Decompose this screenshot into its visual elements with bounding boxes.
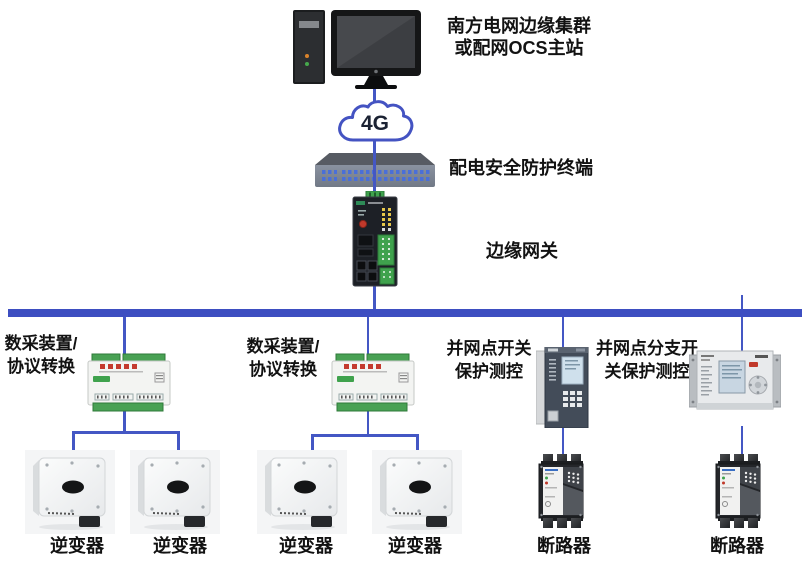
drop-line-daq2 [366, 317, 369, 356]
inverter-label: 逆变器 [279, 536, 333, 556]
daq-module-icon [85, 351, 175, 413]
branch2-stem [366, 408, 369, 436]
inverter-icon [372, 450, 462, 534]
drop-line-relay1 [561, 317, 564, 350]
daq2-label: 数采装置/ 协议转换 [246, 337, 320, 379]
edge-gateway-label: 边缘网关 [486, 241, 558, 261]
link-gateway-bus [373, 286, 376, 310]
branch2-left [311, 434, 314, 453]
branch1-left [72, 431, 75, 453]
inverter-label: 逆变器 [153, 536, 207, 556]
daq1-label: 数采装置/ 协议转换 [4, 334, 78, 376]
drop-line-relay2 [740, 295, 743, 352]
4g-label: 4G [361, 112, 389, 135]
link-pc-cloud [373, 82, 376, 104]
switch-ports [322, 170, 337, 174]
circuit-breaker-icon [712, 452, 764, 530]
link-relay1-breaker1 [561, 426, 564, 454]
breaker-label: 断路器 [710, 536, 764, 556]
branch1-stem [123, 408, 126, 433]
inverter-icon [25, 450, 115, 534]
inverter-icon [130, 450, 220, 534]
drop-line-daq1 [123, 317, 126, 356]
branch1-right [177, 431, 180, 453]
grid-relay-label: 并网点开关 保护测控 [446, 339, 532, 381]
4g-cloud-icon: 4G [338, 100, 414, 142]
master-station-label: 南方电网边缘集群 或配网OCS主站 [447, 16, 591, 58]
daq-module-icon [329, 351, 419, 413]
circuit-breaker-icon [535, 452, 587, 530]
protection-relay-icon [536, 347, 589, 428]
link-cloud-gateway [373, 139, 376, 193]
branch2-right [416, 434, 419, 453]
branch-relay-icon [689, 350, 781, 410]
breaker-label: 断路器 [537, 536, 591, 556]
inverter-label: 逆变器 [388, 536, 442, 556]
link-relay2-breaker2 [740, 426, 743, 454]
inverter-icon [257, 450, 347, 534]
branch2-bar [311, 434, 418, 437]
bus-line [8, 309, 802, 317]
security-terminal-label: 配电安全防护终端 [449, 158, 593, 178]
inverter-label: 逆变器 [50, 536, 104, 556]
desktop-computer-icon [293, 10, 421, 89]
branch-relay-label: 并网点分支开 关保护测控 [596, 339, 698, 381]
edge-gateway-icon [352, 191, 398, 287]
branch1-bar [72, 431, 180, 434]
